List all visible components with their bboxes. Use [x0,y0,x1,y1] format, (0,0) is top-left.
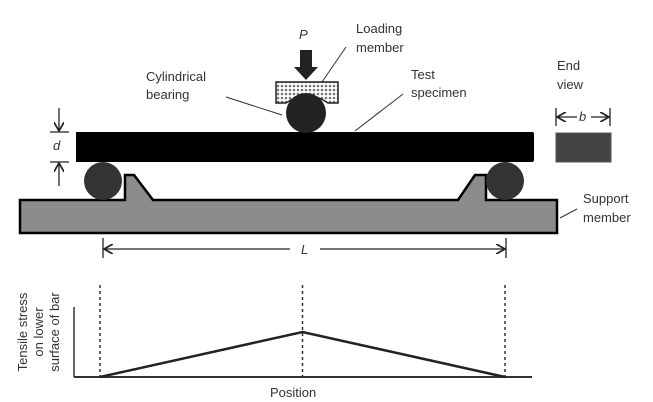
support-member [18,173,559,235]
support-member-leader [559,208,578,219]
y-axis-label-line-2: on lower [31,307,46,357]
loading-member-label: Loading member [356,21,406,55]
support-member-label: Support member [583,191,632,225]
y-axis-label: Tensile stresson lowersurface of bar [15,292,62,372]
end-view-label: End view [557,58,584,92]
span-dimension [102,238,507,258]
depth-dimension [50,108,69,186]
x-axis-label: Position [270,385,316,400]
left-support-bearing [84,162,122,200]
depth-label: d [53,138,61,153]
width-label: b [579,109,586,124]
stress-distribution-chart: Position Tensile stresson lowersurface o… [15,285,532,400]
cylindrical-bearing-leader [225,96,283,116]
loading-member-leader [321,46,347,83]
span-label: L [301,242,308,257]
test-specimen-label: Test specimen [411,67,467,100]
width-dimension [555,108,611,126]
load-label: P [299,27,308,42]
y-axis-label-line-3: surface of bar [47,292,62,372]
test-specimen-leader [354,93,404,132]
y-axis-label-line-1: Tensile stress [15,292,30,371]
end-view-cross-section [555,132,612,163]
right-support-bearing [486,162,524,200]
load-arrow-icon [294,50,318,80]
cylindrical-bearing-label: Cylindrical bearing [146,69,210,102]
loading-bearing [286,93,326,133]
test-specimen-body [76,132,534,162]
stress-series-line [99,330,506,379]
